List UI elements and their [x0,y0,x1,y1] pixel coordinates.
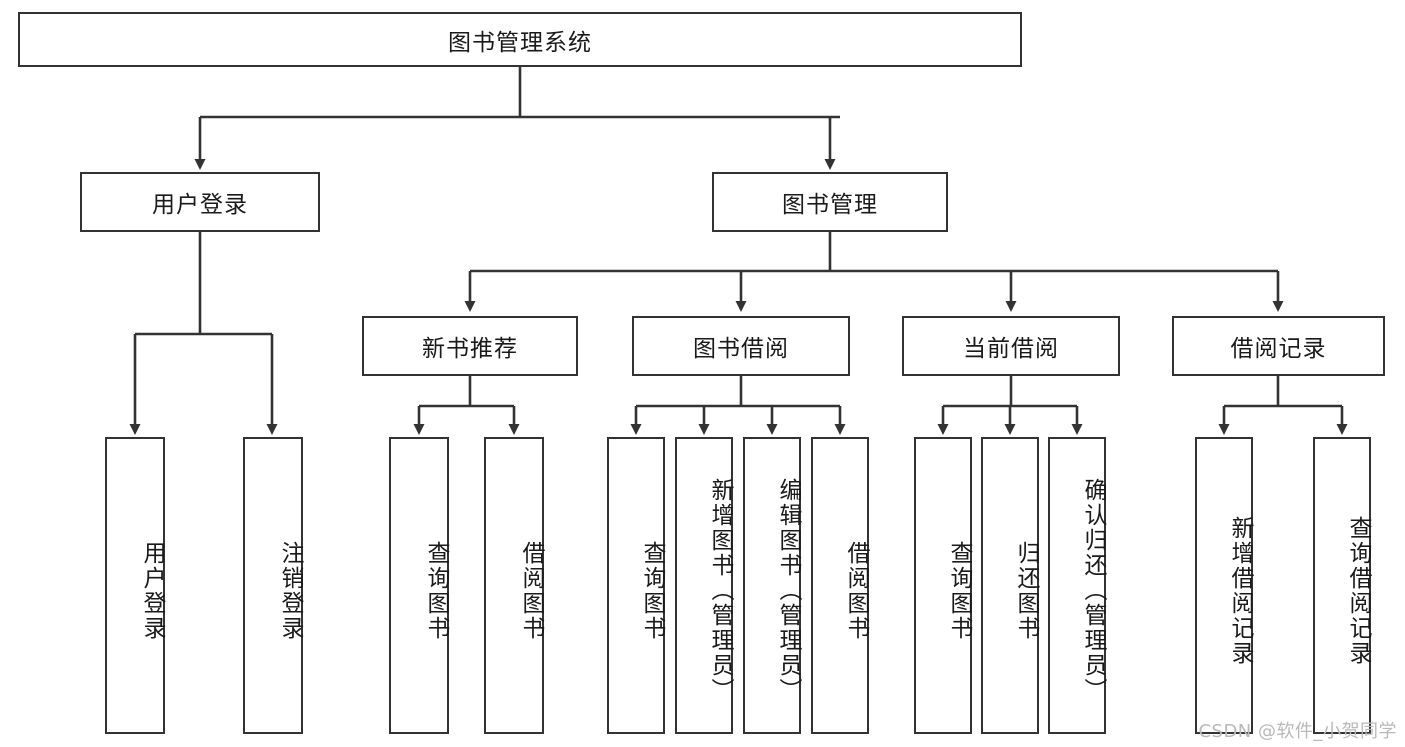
node-leaf-current-query-book[interactable]: 查询图书 [914,437,972,734]
node-label: 当前借阅 [963,336,1059,362]
node-leaf-new-book-query[interactable]: 查询图书 [389,437,449,734]
node-leaf-current-return-book[interactable]: 归还图书 [981,437,1039,734]
node-label: 借阅图书 [843,540,869,641]
node-label: 图书借阅 [693,336,789,362]
node-book-borrow[interactable]: 图书借阅 [632,316,850,376]
node-label: 借阅记录 [1230,336,1327,362]
node-leaf-borrow-add-book-admin[interactable]: 新增图书（管理员） [675,437,733,734]
node-label: 查询借阅记录 [1345,515,1371,666]
node-leaf-borrow-borrow-book[interactable]: 借阅图书 [811,437,869,734]
node-label: 查询图书 [639,540,665,641]
node-leaf-record-query-record[interactable]: 查询借阅记录 [1313,437,1371,734]
node-label: 归还图书 [1013,540,1039,641]
node-root-book-management-system[interactable]: 图书管理系统 [18,12,1022,67]
node-label: 借阅图书 [518,540,544,641]
node-book-management[interactable]: 图书管理 [712,172,948,232]
node-current-borrow[interactable]: 当前借阅 [902,316,1120,376]
node-label: 图书管理 [782,192,878,218]
node-user-login[interactable]: 用户登录 [80,172,320,232]
node-label: 注销登录 [277,540,303,641]
node-label: 新书推荐 [422,336,518,362]
node-label: 查询图书 [946,540,972,641]
node-label: 图书管理系统 [448,29,592,56]
csdn-watermark: CSDN @软件_小贺同学 [1198,721,1397,742]
node-label: 新增图书（管理员） [707,478,733,703]
node-new-book-recommend[interactable]: 新书推荐 [362,316,578,376]
node-leaf-user-login-signin[interactable]: 用户登录 [105,437,165,734]
node-leaf-new-book-borrow[interactable]: 借阅图书 [484,437,544,734]
node-label: 用户登录 [152,192,248,218]
node-label: 确认归还（管理员） [1080,478,1106,703]
node-leaf-record-add-record[interactable]: 新增借阅记录 [1195,437,1253,734]
node-leaf-user-login-signout[interactable]: 注销登录 [243,437,303,734]
node-label: 用户登录 [139,540,165,641]
node-leaf-borrow-query-book[interactable]: 查询图书 [607,437,665,734]
node-leaf-current-confirm-return-admin[interactable]: 确认归还（管理员） [1048,437,1106,734]
node-borrow-record[interactable]: 借阅记录 [1172,316,1385,376]
node-label: 新增借阅记录 [1227,515,1253,666]
node-leaf-borrow-edit-book-admin[interactable]: 编辑图书（管理员） [743,437,801,734]
node-label: 查询图书 [423,540,449,641]
node-label: 编辑图书（管理员） [775,478,801,703]
